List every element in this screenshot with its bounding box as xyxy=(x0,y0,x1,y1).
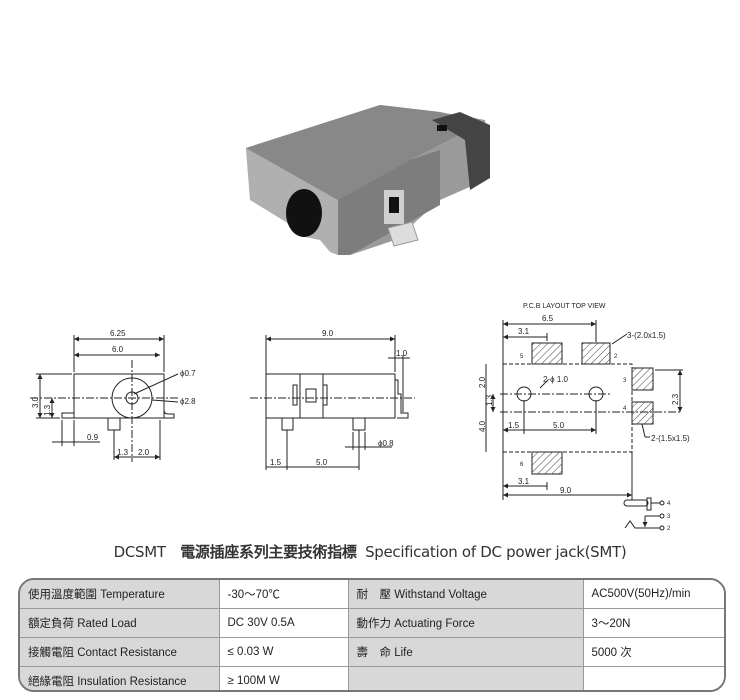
spec-heading: DCSMT 電源插座系列主要技術指標 Specification of DC p… xyxy=(0,541,740,562)
dim-label: 3-(2.0x1.5) xyxy=(627,331,666,340)
spec-label: 絕緣電阻 Insulation Resistance xyxy=(20,666,220,690)
dim-label: 4.0 xyxy=(478,420,487,432)
pin-label: 2 xyxy=(614,354,618,360)
pad-2 xyxy=(581,342,611,365)
dim-label: ϕ0.7 xyxy=(180,369,196,378)
dim-label: 1.0 xyxy=(396,349,408,358)
spec-value: -30～70℃ xyxy=(218,580,349,609)
dim-label: 1.3 xyxy=(117,448,129,457)
pad-4 xyxy=(631,401,654,425)
spec-value: ≤ 0.03 W xyxy=(218,637,349,667)
spec-value xyxy=(582,666,724,690)
dim-label: 1.3 xyxy=(43,404,52,416)
dim-label: 6.5 xyxy=(542,314,554,323)
dim-label: 0.9 xyxy=(87,433,99,442)
drawings: 6.25 6.0 ϕ0.7 ϕ2.8 3.0 1.3 0.9 1.3 2.0 9… xyxy=(30,105,690,532)
pin-label: 6 xyxy=(520,462,524,468)
pin-label: 3 xyxy=(623,378,627,384)
pad-5 xyxy=(531,342,563,365)
product-photo xyxy=(246,105,490,255)
pin-label: 4 xyxy=(667,501,671,507)
spec-value: 3～20N xyxy=(582,608,724,638)
dim-label: 1.5 xyxy=(270,458,282,467)
front-view-dimensions: 6.25 6.0 ϕ0.7 ϕ2.8 3.0 1.3 0.9 1.3 2.0 xyxy=(31,329,196,457)
spec-label: 接觸電阻 Contact Resistance xyxy=(20,637,220,667)
dim-label: 2-(1.5x1.5) xyxy=(651,434,690,443)
pin-label: 4 xyxy=(623,406,627,412)
pin-label: 5 xyxy=(520,354,524,360)
spec-label: 壽 命 Life xyxy=(347,637,584,667)
spec-value: AC500V(50Hz)/min xyxy=(582,580,724,609)
model-name: DCSMT xyxy=(113,543,166,561)
spec-value: ≥ 100M W xyxy=(218,666,349,690)
table-row: 使用溫度範圍 Temperature -30～70℃ 耐 壓 Withstand… xyxy=(20,580,724,609)
dim-label: 6.25 xyxy=(110,329,126,338)
dim-label: ϕ0.8 xyxy=(378,439,394,448)
dim-label: 6.0 xyxy=(112,345,124,354)
spec-label: 耐 壓 Withstand Voltage xyxy=(347,580,584,609)
dim-label: 3.1 xyxy=(518,327,530,336)
dim-label: 1.3 xyxy=(485,394,494,406)
spec-label: 動作力 Actuating Force xyxy=(347,608,584,638)
spec-table: 使用溫度範圍 Temperature -30～70℃ 耐 壓 Withstand… xyxy=(18,578,726,692)
dim-label: 5.0 xyxy=(316,458,328,467)
heading-english: Specification of DC power jack(SMT) xyxy=(365,543,627,561)
dim-label: 9.0 xyxy=(322,329,334,338)
side-view-drawing xyxy=(250,335,415,470)
table-row: 額定負荷 Rated Load DC 30V 0.5A 動作力 Actuatin… xyxy=(20,608,724,638)
spec-value: DC 30V 0.5A xyxy=(218,608,349,638)
dim-label: 2.0 xyxy=(478,376,487,388)
pad-6 xyxy=(531,451,563,475)
front-view-drawing xyxy=(30,335,180,462)
dim-label: 3.0 xyxy=(31,396,40,408)
dim-label: 2.0 xyxy=(138,448,150,457)
dim-label: 2.3 xyxy=(671,393,680,405)
spec-label: 額定負荷 Rated Load xyxy=(20,608,220,638)
heading-chinese: 電源插座系列主要技術指標 xyxy=(180,543,357,561)
dim-label: ϕ2.8 xyxy=(180,397,196,406)
dim-label: 2-ϕ 1.0 xyxy=(543,375,568,384)
table-row: 絕緣電阻 Insulation Resistance ≥ 100M W xyxy=(20,666,724,690)
spec-label: 使用溫度範圍 Temperature xyxy=(20,580,220,609)
dim-label: 3.1 xyxy=(518,477,530,486)
side-view-dimensions: 9.0 1.0 ϕ0.8 1.5 5.0 xyxy=(270,329,408,467)
dim-label: 9.0 xyxy=(560,486,572,495)
jack-opening xyxy=(286,189,322,237)
pcb-layout-title: P.C.B LAYOUT TOP VIEW xyxy=(523,303,606,310)
pin-label: 2 xyxy=(667,526,671,532)
dim-label: 1.5 xyxy=(508,421,520,430)
spec-label xyxy=(347,666,584,690)
pin-label: 3 xyxy=(667,514,671,520)
pcb-layout-drawing xyxy=(485,320,683,531)
pad-3 xyxy=(631,367,654,391)
pcb-layout-labels: P.C.B LAYOUT TOP VIEW 6.5 3.1 3-(2.0x1.5… xyxy=(478,303,690,532)
spec-value: 5000 次 xyxy=(582,637,724,667)
table-row: 接觸電阻 Contact Resistance ≤ 0.03 W 壽 命 Lif… xyxy=(20,637,724,667)
dim-label: 5.0 xyxy=(553,421,565,430)
